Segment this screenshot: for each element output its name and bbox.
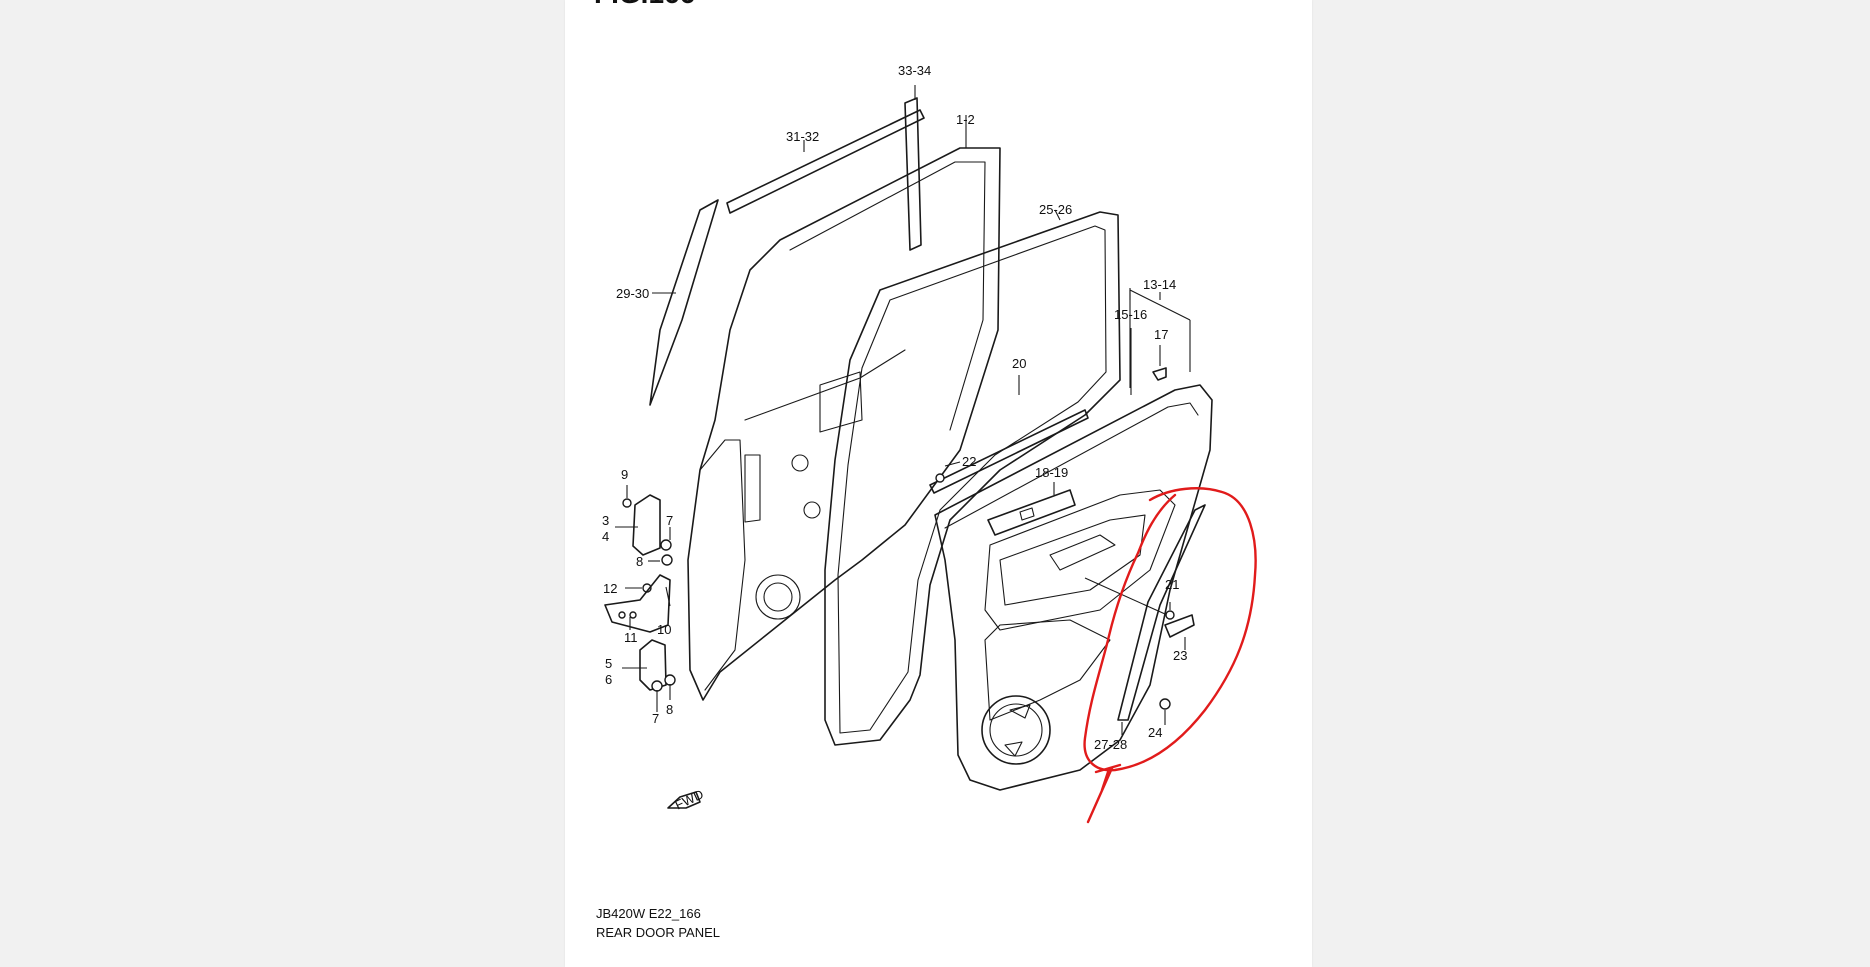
callout-4: 4 [602,529,609,544]
pillar-garnish [649,199,719,406]
callout-3: 3 [602,513,609,528]
division-bar [904,85,922,251]
callout-15-16: 15-16 [1114,307,1147,322]
fwd-label: FWD [673,786,706,812]
callout-12: 12 [603,581,617,596]
callout-11: 11 [624,630,638,645]
callout-25-26: 25-26 [1039,202,1072,217]
callout-1-2: 1-2 [956,112,975,127]
callout-23: 23 [1173,648,1187,663]
hinge-hardware [604,485,676,712]
forward-arrow: FWD [667,786,706,813]
callout-7-upper: 7 [666,513,673,528]
callout-7-lower: 7 [652,711,659,726]
figure-title: REAR DOOR PANEL [596,925,721,940]
small-fasteners [1084,577,1195,725]
callout-24: 24 [1148,725,1162,740]
callout-20: 20 [1012,356,1026,371]
red-annotation-circle [1083,487,1257,824]
callout-27-28: 27-28 [1094,737,1127,752]
callout-18-19: 18-19 [1035,465,1068,480]
callout-21: 21 [1165,577,1179,592]
belt-molding [726,109,925,214]
figure-heading: FIG.166 [594,0,695,10]
callout-31-32: 31-32 [786,129,819,144]
callout-8-lower: 8 [666,702,673,717]
door-trim-panel [934,384,1213,791]
callout-9: 9 [621,467,628,482]
callout-13-14: 13-14 [1143,277,1176,292]
callout-22: 22 [962,454,976,469]
figure-code: JB420W E22_166 [596,906,701,921]
callout-17: 17 [1154,327,1168,342]
callout-6: 6 [605,672,612,687]
callout-5: 5 [605,656,612,671]
callout-8-upper: 8 [636,554,643,569]
inner-belt-weatherstrip [929,375,1089,494]
callout-10: 10 [657,622,671,637]
door-shell [687,115,1001,701]
door-garnish-strip [1117,504,1206,735]
callout-33-34: 33-34 [898,63,931,78]
callout-29-30: 29-30 [616,286,649,301]
door-weatherstrip [824,209,1121,746]
callout-labels: 33-34 1-2 31-32 25-26 29-30 13-14 15-16 … [602,63,1187,752]
label-brackets [1129,288,1191,395]
